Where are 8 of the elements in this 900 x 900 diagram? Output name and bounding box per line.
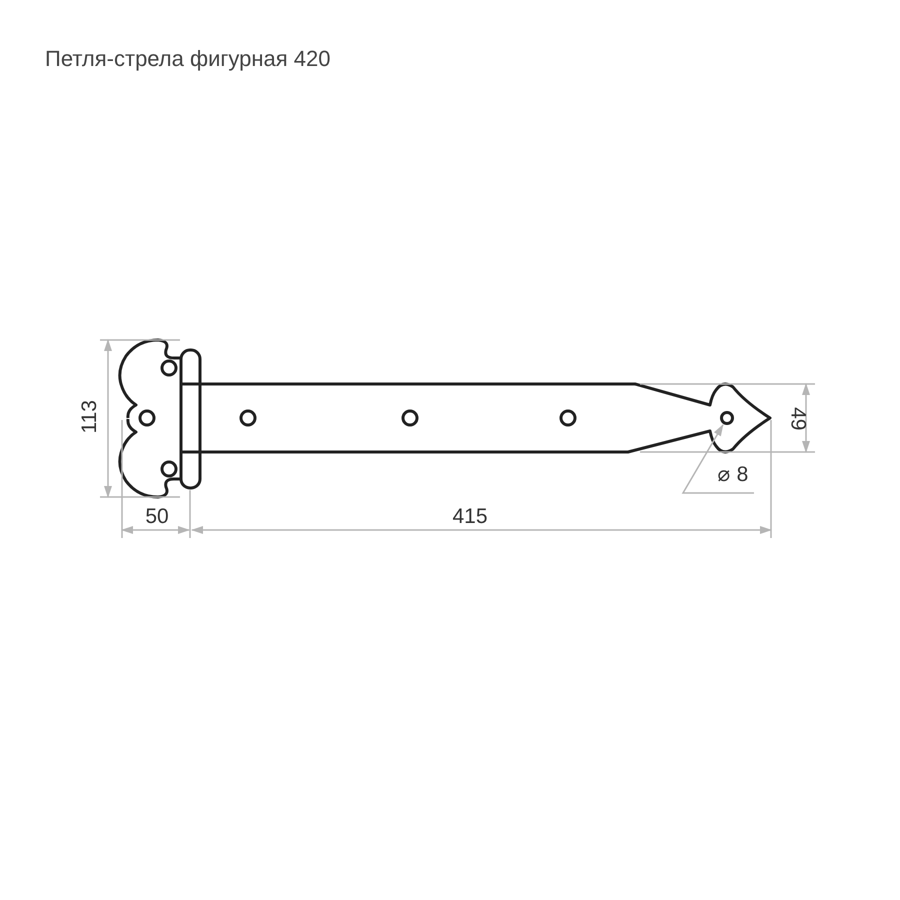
dimension-value: 49 <box>786 407 811 431</box>
hole-diameter-label: ⌀ 8 <box>708 460 758 490</box>
title: Петля-стрела фигурная 420 <box>45 45 331 73</box>
leader-line <box>682 424 754 494</box>
dimension-value: 113 <box>77 400 102 434</box>
mounting-hole <box>720 411 734 425</box>
dimension-value: 415 <box>452 504 488 530</box>
dimension-value: 50 <box>145 504 169 530</box>
